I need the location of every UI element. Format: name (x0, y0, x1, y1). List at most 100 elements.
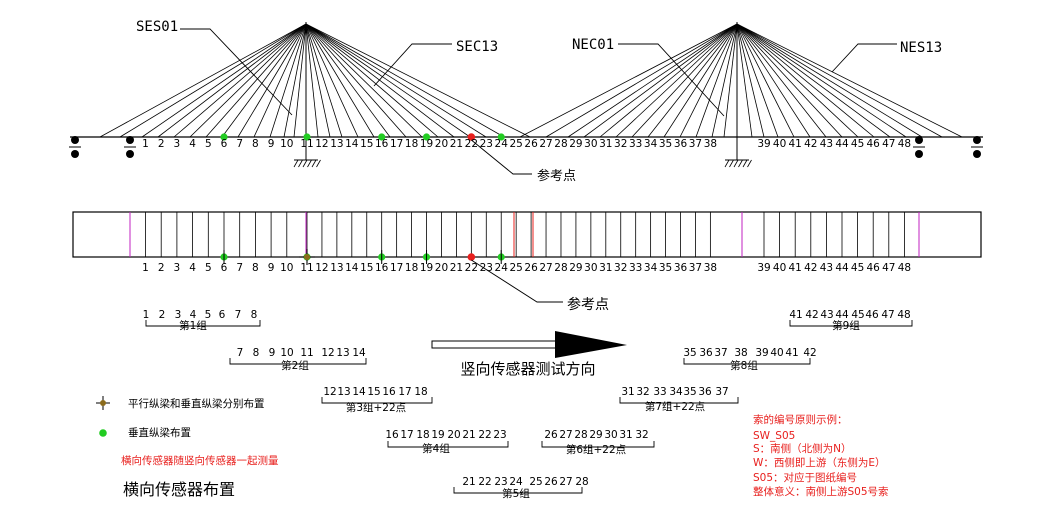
group-node-number: 26 (544, 476, 558, 488)
group-node-number: 32 (635, 429, 648, 441)
stay-cable (736, 23, 875, 138)
group-bracket (683, 358, 811, 365)
node-label: 27 (539, 138, 552, 150)
stay-cable (119, 23, 307, 138)
node-label: 48 (898, 138, 911, 150)
group-label: 第6组+22点 (566, 443, 626, 456)
node-label: 47 (882, 138, 895, 150)
stay-cable (305, 23, 505, 138)
plan-node-label: 46 (867, 262, 881, 274)
plan-node-label: 19 (420, 262, 433, 274)
stay-cable (545, 23, 738, 138)
stay-cable (157, 23, 307, 138)
node-label: 31 (599, 138, 612, 150)
group-label: 第2组 (281, 359, 309, 372)
stay-cable (305, 23, 531, 138)
stay-cable (305, 23, 423, 138)
vertical-sensor-marker (220, 133, 228, 141)
node-label: 33 (629, 138, 642, 150)
group-label: 第7组+22点 (645, 400, 705, 413)
stay-cable (519, 23, 738, 138)
group-node-number: 13 (337, 386, 350, 398)
group-node-number: 27 (559, 429, 572, 441)
group-node-number: 16 (382, 386, 396, 398)
callout-leader (831, 43, 897, 73)
group-node-number: 21 (462, 429, 475, 441)
group-node-number: 1 (143, 309, 150, 321)
stay-cable (305, 23, 487, 138)
support-bearing (915, 150, 923, 158)
group-node-number: 4 (190, 309, 197, 321)
reference-point-marker (467, 253, 476, 261)
group-node-number: 44 (835, 309, 849, 321)
node-label: 10 (280, 138, 293, 150)
node-label: 21 (450, 138, 463, 150)
plan-node-label: 48 (898, 262, 911, 274)
node-label: 41 (789, 138, 802, 150)
node-label: 24 (495, 138, 509, 150)
cable-label-ses01: SES01 (136, 19, 178, 35)
direction-arrow-head (555, 331, 627, 358)
group-node-number: 11 (300, 347, 313, 359)
plan-node-label: 17 (390, 262, 403, 274)
node-label: 46 (867, 138, 881, 150)
group-node-number: 40 (770, 347, 783, 359)
node-label: 15 (360, 138, 373, 150)
node-label: 3 (174, 138, 181, 150)
ground-hatch (733, 159, 739, 168)
callout-leader (373, 43, 452, 87)
plan-node-label: 31 (599, 262, 612, 274)
plan-node-label: 35 (659, 262, 672, 274)
node-label: 32 (614, 138, 627, 150)
ground-hatch (298, 159, 303, 168)
node-label: 5 (205, 138, 212, 150)
naming-rule-line: 整体意义：南侧上游S05号索 (753, 485, 889, 498)
node-label: 9 (268, 138, 275, 150)
ground-hatch (747, 159, 752, 168)
plan-node-label: 32 (614, 262, 627, 274)
stay-cable (305, 23, 331, 138)
node-label: 20 (435, 138, 448, 150)
group-node-number: 26 (544, 429, 558, 441)
ground-hatch (738, 159, 743, 168)
plan-node-label: 3 (174, 262, 181, 274)
stay-cable (631, 23, 738, 138)
stay-cable (723, 23, 738, 138)
group-node-number: 14 (352, 347, 366, 359)
group-node-number: 8 (253, 347, 260, 359)
group-node-number: 27 (559, 476, 572, 488)
group-label: 第8组 (730, 359, 758, 372)
deck-plan-outline (72, 211, 982, 258)
stay-cable (615, 23, 738, 138)
reference-point-marker (467, 133, 476, 141)
node-label: 23 (480, 138, 493, 150)
direction-arrow-shaft (431, 340, 561, 349)
plan-node-label: 10 (280, 262, 293, 274)
naming-rule-line: W：西侧即上游（东侧为E） (753, 456, 886, 469)
ground-hatch (311, 159, 317, 168)
group-node-number: 5 (205, 309, 212, 321)
stay-cable (736, 23, 963, 138)
group-node-number: 29 (589, 429, 602, 441)
node-label: 13 (330, 138, 343, 150)
node-label: 4 (189, 138, 196, 150)
stay-cable (695, 23, 738, 138)
group-bracket (229, 358, 367, 365)
group-label: 第4组 (422, 442, 450, 455)
node-label: 28 (554, 138, 567, 150)
ground-hatch (302, 159, 308, 168)
naming-rule-line: 索的编号原则示例： (753, 413, 848, 426)
node-label: 12 (315, 138, 328, 150)
group-node-number: 25 (529, 476, 542, 488)
plan-node-label: 42 (804, 262, 817, 274)
node-label: 14 (345, 138, 359, 150)
stay-cable (567, 23, 738, 138)
stay-cable (736, 23, 795, 138)
stay-cable (736, 23, 765, 138)
group-node-number: 22 (478, 429, 491, 441)
group-node-number: 17 (398, 386, 411, 398)
group-node-number: 46 (865, 309, 879, 321)
plan-node-label: 27 (539, 262, 552, 274)
node-label: 18 (405, 138, 418, 150)
node-label: 19 (420, 138, 433, 150)
